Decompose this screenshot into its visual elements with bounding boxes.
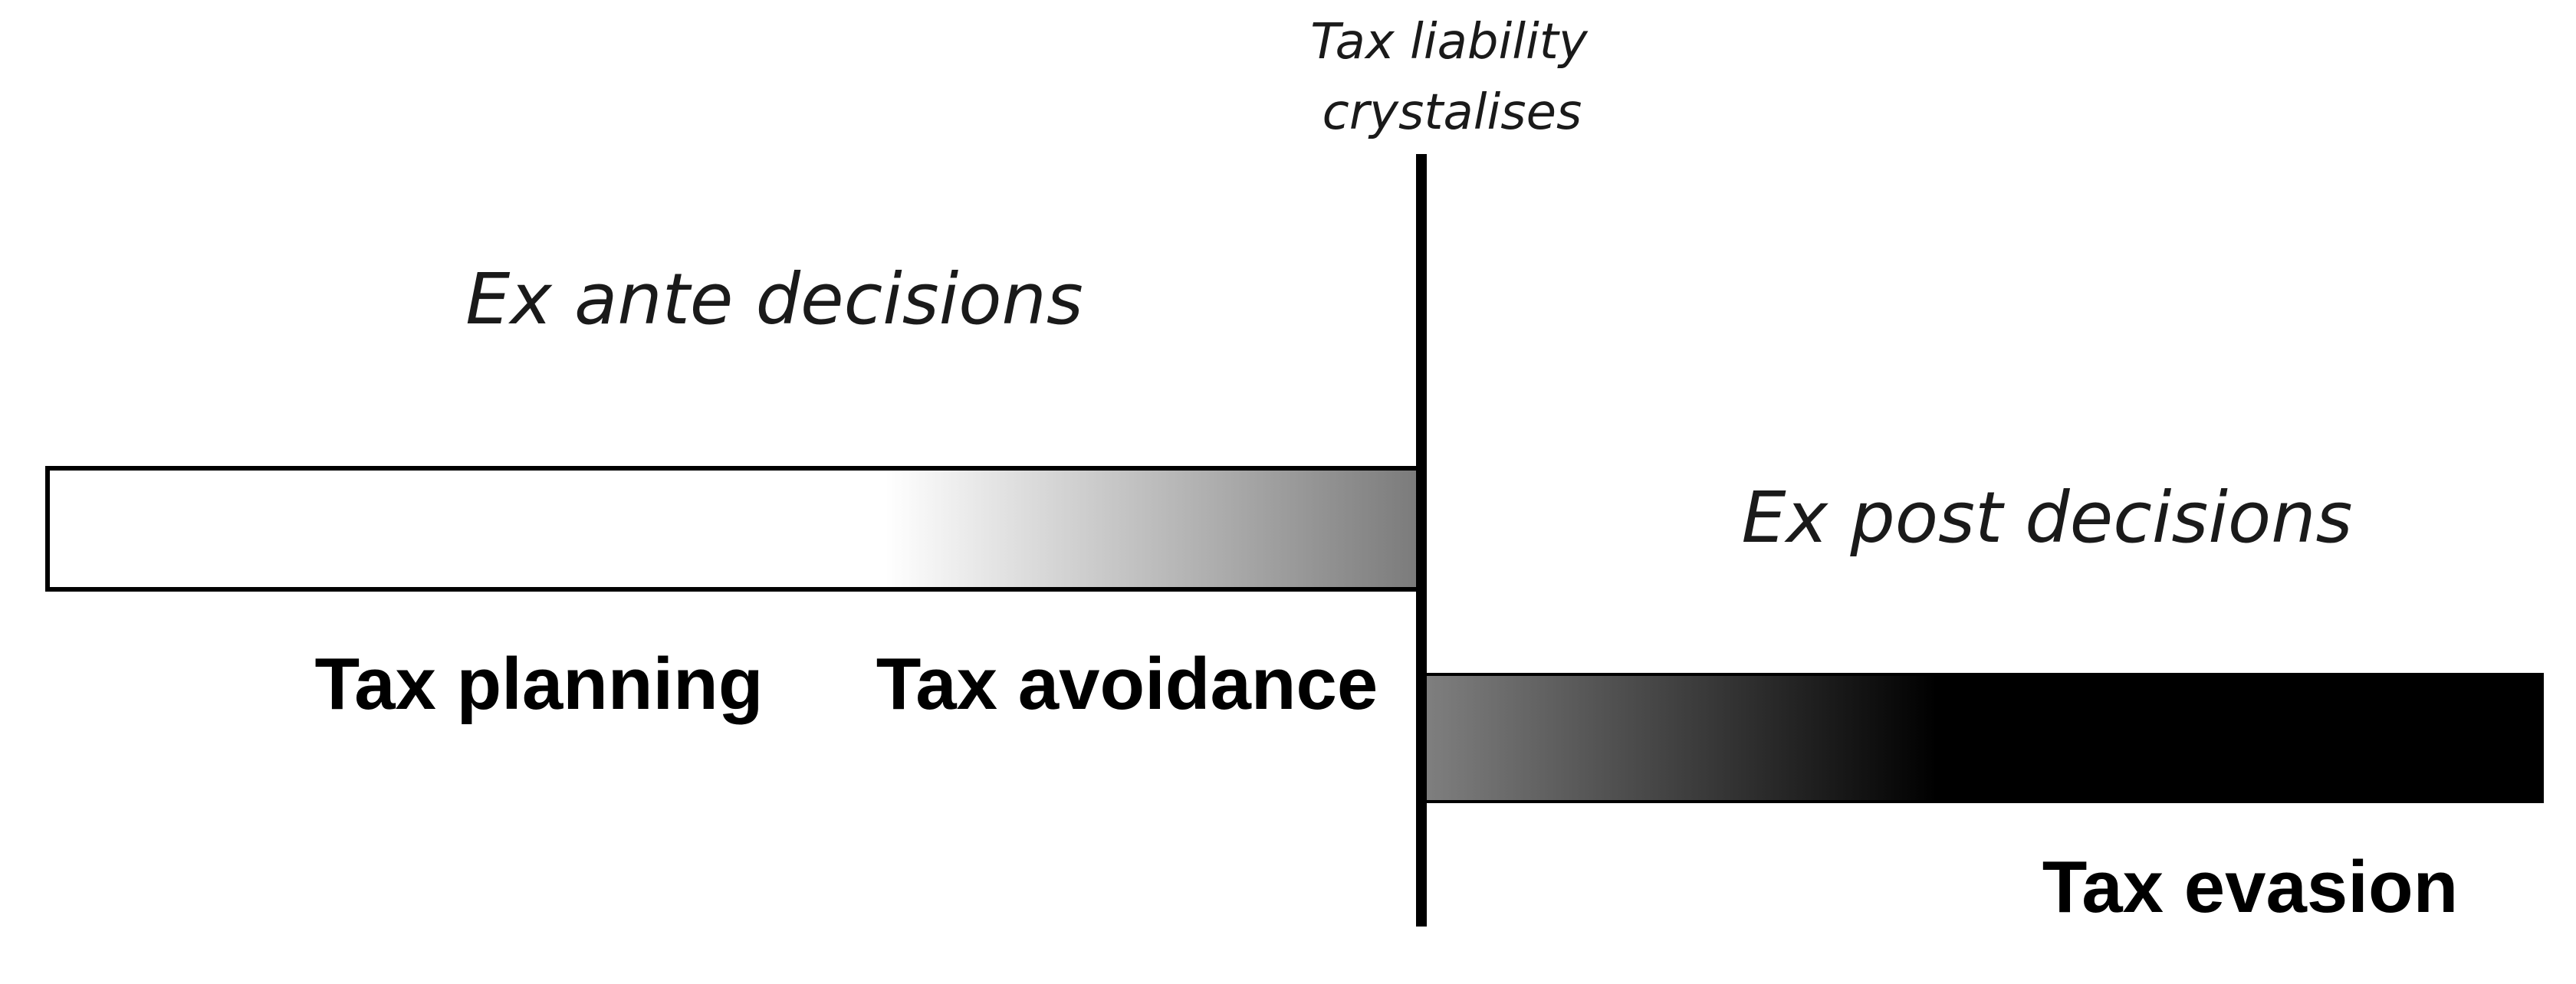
tax-evasion-label: Tax evasion: [2042, 846, 2458, 928]
tax-planning-label: Tax planning: [315, 643, 764, 725]
marker-label-line1: Tax liability: [1310, 14, 1589, 71]
ex-ante-decisions-label: Ex ante decisions: [465, 258, 1083, 340]
ex-post-decisions-label: Ex post decisions: [1742, 477, 2353, 559]
ex-post-bar: [1420, 673, 2544, 803]
marker-label-line2: crystalises: [1322, 84, 1582, 141]
ex-ante-bar: [45, 466, 1424, 592]
tax-avoidance-label: Tax avoidance: [876, 643, 1378, 725]
